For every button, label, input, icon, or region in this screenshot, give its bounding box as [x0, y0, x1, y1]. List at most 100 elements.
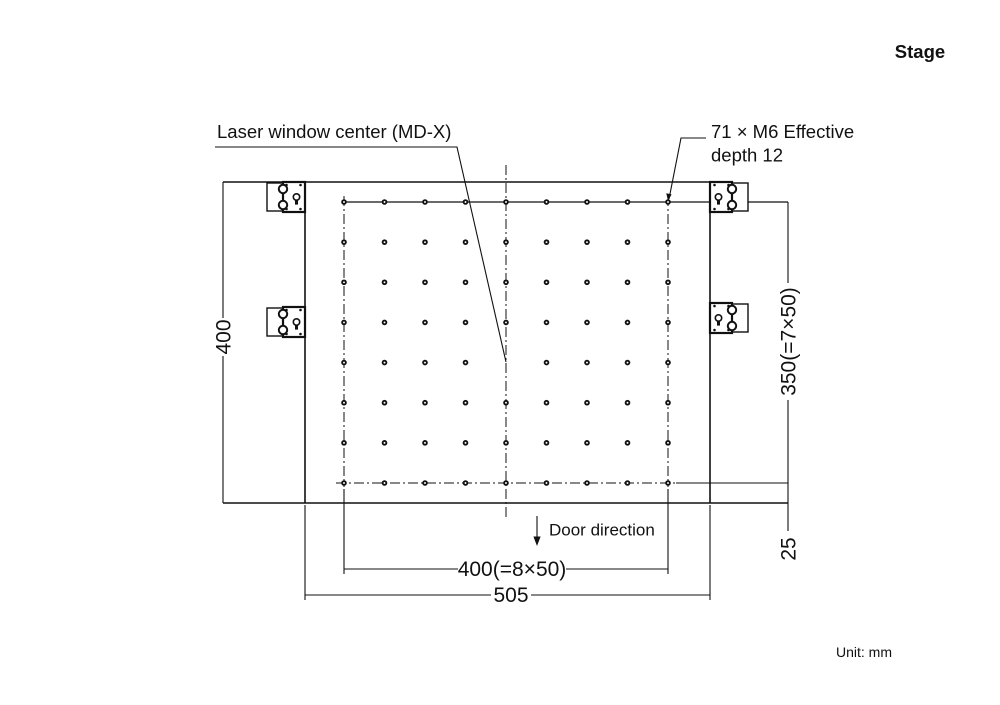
clamp-left-middle — [265, 305, 307, 339]
door-arrow-icon — [533, 536, 541, 546]
m6-hole-center — [464, 482, 467, 484]
page-title: Stage — [895, 41, 945, 62]
m6-hole-center — [667, 281, 669, 284]
m6-hole-center — [424, 482, 426, 484]
m6-hole-center — [626, 361, 629, 364]
m6-hole-center — [505, 401, 507, 404]
m6-hole-center — [626, 201, 629, 203]
m6-hole-center — [626, 241, 629, 244]
dim-line-overall-width — [304, 505, 711, 600]
m6-leader-arrowhead-icon — [666, 193, 672, 201]
dim-hole-span-vertical-label: 350(=7×50) — [778, 287, 801, 396]
centerlines — [336, 165, 676, 520]
m6-hole-center — [464, 361, 467, 364]
m6-label-line1: 71 × M6 Effective — [711, 121, 854, 142]
laser-window-leader-line — [215, 146, 507, 363]
m6-hole-center — [464, 201, 467, 203]
dimension-lines — [222, 182, 789, 600]
clamp-right-top — [708, 180, 750, 214]
m6-hole-center — [343, 321, 345, 324]
m6-hole-center — [505, 441, 507, 444]
m6-hole-center — [383, 441, 386, 444]
m6-hole-center — [586, 401, 588, 404]
dim-line-hole-span-horizontal — [343, 489, 669, 574]
m6-hole-center — [586, 321, 588, 324]
m6-hole-center — [464, 401, 467, 404]
m6-hole-center — [586, 482, 588, 484]
m6-hole-center — [626, 401, 629, 404]
m6-hole-center — [424, 401, 426, 404]
laser-window-label: Laser window center (MD-X) — [217, 121, 451, 142]
leader-lines — [215, 137, 706, 363]
m6-hole-center — [667, 201, 669, 203]
door-direction-label: Door direction — [549, 521, 655, 540]
m6-hole-center — [464, 241, 467, 244]
m6-hole-center — [343, 361, 345, 364]
unit-note: Unit: mm — [836, 644, 892, 660]
m6-hole-center — [667, 401, 669, 404]
m6-leader-line — [668, 137, 706, 200]
m6-hole-center — [383, 201, 386, 203]
m6-hole-center — [424, 241, 426, 244]
clamp-left-top — [265, 180, 307, 214]
hole-grid — [341, 199, 671, 486]
m6-hole-center — [383, 361, 386, 364]
m6-hole-center — [343, 441, 345, 444]
m6-hole-center — [424, 361, 426, 364]
m6-hole-center — [343, 401, 345, 404]
dim-overall-width-label: 505 — [493, 584, 528, 607]
m6-hole-center — [545, 482, 548, 484]
m6-hole-center — [424, 441, 426, 444]
m6-hole-center — [505, 281, 507, 284]
m6-hole-center — [626, 281, 629, 284]
m6-hole-center — [424, 321, 426, 324]
dim-stage-height-label: 400 — [213, 319, 236, 354]
m6-hole-center — [343, 482, 345, 484]
m6-hole-center — [505, 201, 507, 203]
m6-hole-center — [383, 241, 386, 244]
m6-hole-center — [586, 201, 588, 203]
m6-hole-center — [383, 401, 386, 404]
m6-hole-center — [505, 241, 507, 244]
m6-hole-center — [545, 401, 548, 404]
hole-row-lines — [344, 201, 788, 484]
m6-hole-center — [545, 281, 548, 284]
m6-hole-center — [667, 482, 669, 484]
m6-hole-center — [545, 241, 548, 244]
m6-hole-center — [545, 321, 548, 324]
m6-hole-center — [545, 361, 548, 364]
m6-hole-center — [586, 241, 588, 244]
m6-hole-center — [383, 321, 386, 324]
m6-hole-center — [464, 281, 467, 284]
m6-hole-center — [667, 441, 669, 444]
m6-hole-center — [667, 241, 669, 244]
m6-hole-center — [383, 281, 386, 284]
m6-hole-center — [586, 281, 588, 284]
drawing-texts: Stage Laser window center (MD-X) 71 × M6… — [213, 41, 946, 660]
m6-hole-center — [464, 441, 467, 444]
stage-clamps — [265, 180, 750, 339]
m6-hole-center — [545, 441, 548, 444]
m6-hole-center — [343, 281, 345, 284]
m6-hole-center — [424, 201, 426, 203]
m6-hole-center — [667, 361, 669, 364]
m6-label-line2: depth 12 — [711, 145, 783, 166]
m6-hole-center — [343, 241, 345, 244]
m6-hole-center — [586, 361, 588, 364]
m6-hole-center — [667, 321, 669, 324]
m6-hole-center — [343, 201, 345, 203]
m6-hole-center — [505, 482, 507, 484]
m6-hole-center — [626, 441, 629, 444]
m6-hole-center — [383, 482, 386, 484]
dim-hole-span-horizontal-label: 400(=8×50) — [458, 558, 567, 581]
m6-hole-center — [626, 321, 629, 324]
m6-hole-center — [545, 201, 548, 203]
m6-hole-center — [505, 321, 507, 324]
clamp-right-middle — [708, 301, 750, 335]
dim-bottom-offset-label: 25 — [778, 537, 801, 560]
m6-hole-center — [626, 482, 629, 484]
door-direction-arrow — [533, 516, 541, 546]
m6-hole-center — [424, 281, 426, 284]
